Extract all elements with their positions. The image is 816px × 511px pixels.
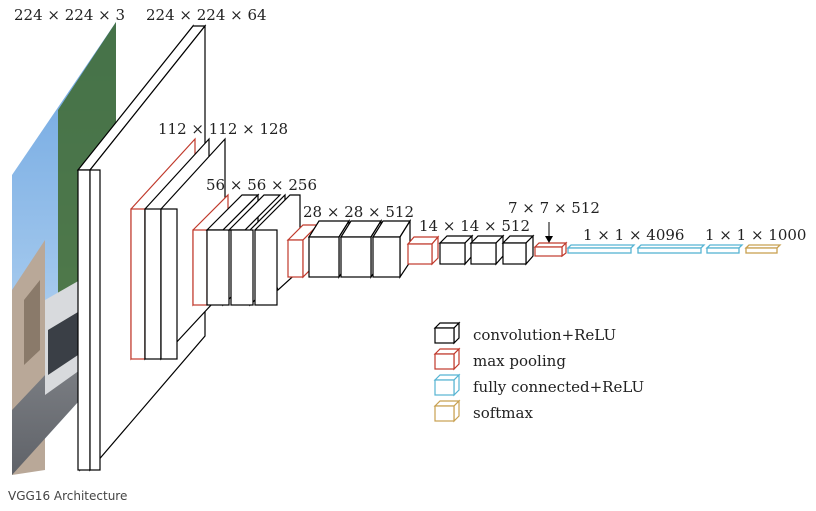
legend-label: max pooling [473,352,566,370]
label-conv3-dims: 56 × 56 × 256 [206,176,317,194]
conv-block-4 [286,218,412,279]
legend-cube-icon [433,347,461,371]
pool5-block [533,241,568,258]
figure-caption: VGG16 Architecture [8,489,128,503]
label-pool5-dims: 7 × 7 × 512 [508,199,600,217]
legend-item: max pooling [433,347,566,371]
legend-item: softmax [433,399,533,423]
label-conv4-dims: 28 × 28 × 512 [303,203,414,221]
legend-label: softmax [473,404,533,422]
label-input-dims: 224 × 224 × 3 [14,6,125,24]
legend-cube-icon [433,321,461,345]
label-conv1-dims: 224 × 224 × 64 [146,6,267,24]
softmax-layer [744,244,782,254]
fc-layers [566,244,744,254]
legend-cube-icon [433,399,461,423]
legend-item: fully connected+ReLU [433,373,644,397]
conv-block-2 [130,137,226,361]
legend-cube-icon [433,373,461,397]
label-fc-dims: 1 × 1 × 4096 [583,226,684,244]
legend-label: fully connected+ReLU [473,378,644,396]
legend: convolution+ReLU max pooling fully connect… [433,321,644,423]
legend-item: convolution+ReLU [433,321,616,345]
label-softmax-dims: 1 × 1 × 1000 [705,226,806,244]
label-conv5-dims: 14 × 14 × 512 [419,217,530,235]
pool5-arrowhead [545,236,553,243]
legend-label: convolution+ReLU [473,326,616,344]
conv-block-5 [406,234,535,266]
label-conv2-dims: 112 × 112 × 128 [158,120,288,138]
